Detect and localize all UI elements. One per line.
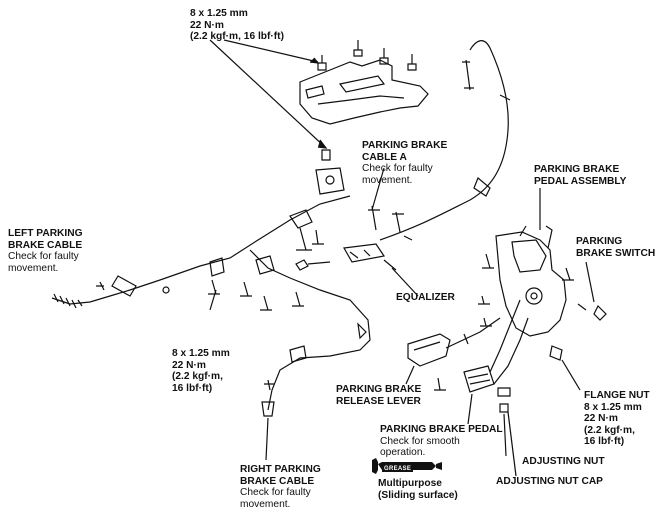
label-leaders bbox=[209, 167, 595, 477]
right-cable-label: RIGHT PARKING BRAKE CABLE Check for faul… bbox=[240, 464, 321, 510]
equalizer-label: EQUALIZER bbox=[396, 292, 455, 303]
release-lever-label: PARKING BRAKE RELEASE LEVER bbox=[336, 384, 422, 407]
flange-nut-label: FLANGE NUT 8 x 1.25 mm 22 N·m (2.2 kgf·m… bbox=[584, 390, 650, 447]
grease-tag: GREASE bbox=[382, 466, 414, 472]
grease-label: Multipurpose (Sliding surface) bbox=[378, 478, 458, 501]
torque-top-label: 8 x 1.25 mm 22 N·m (2.2 kgf·m, 16 lbf·ft… bbox=[190, 8, 284, 42]
pedal-assembly bbox=[463, 225, 567, 393]
release-lever bbox=[407, 317, 501, 367]
left-cable-label: LEFT PARKING BRAKE CABLE Check for fault… bbox=[8, 228, 83, 274]
cable-clamps bbox=[208, 209, 367, 340]
adjusting-nut-label: ADJUSTING NUT bbox=[522, 456, 605, 467]
pedal-fasteners bbox=[434, 253, 607, 413]
equalizer bbox=[295, 205, 413, 271]
torque-left-label: 8 x 1.25 mm 22 N·m (2.2 kgf·m, 16 lbf·ft… bbox=[172, 348, 230, 394]
cable-a bbox=[379, 40, 511, 241]
cable-a-label: PARKING BRAKE CABLE A Check for faulty m… bbox=[362, 140, 448, 186]
cover-plate bbox=[299, 59, 429, 125]
pedal-label: PARKING BRAKE PEDAL Check for smooth ope… bbox=[380, 424, 503, 458]
brake-switch-label: PARKING BRAKE SWITCH bbox=[576, 236, 656, 259]
adjusting-nut-cap-label: ADJUSTING NUT CAP bbox=[496, 476, 603, 487]
pedal-assembly-label: PARKING BRAKE PEDAL ASSEMBLY bbox=[534, 164, 627, 187]
cover-bolts bbox=[317, 40, 417, 71]
cable-bracket bbox=[315, 149, 345, 195]
left-cable-run bbox=[51, 195, 351, 309]
right-cable-run bbox=[249, 249, 371, 417]
torque-top-leaders bbox=[209, 39, 328, 149]
